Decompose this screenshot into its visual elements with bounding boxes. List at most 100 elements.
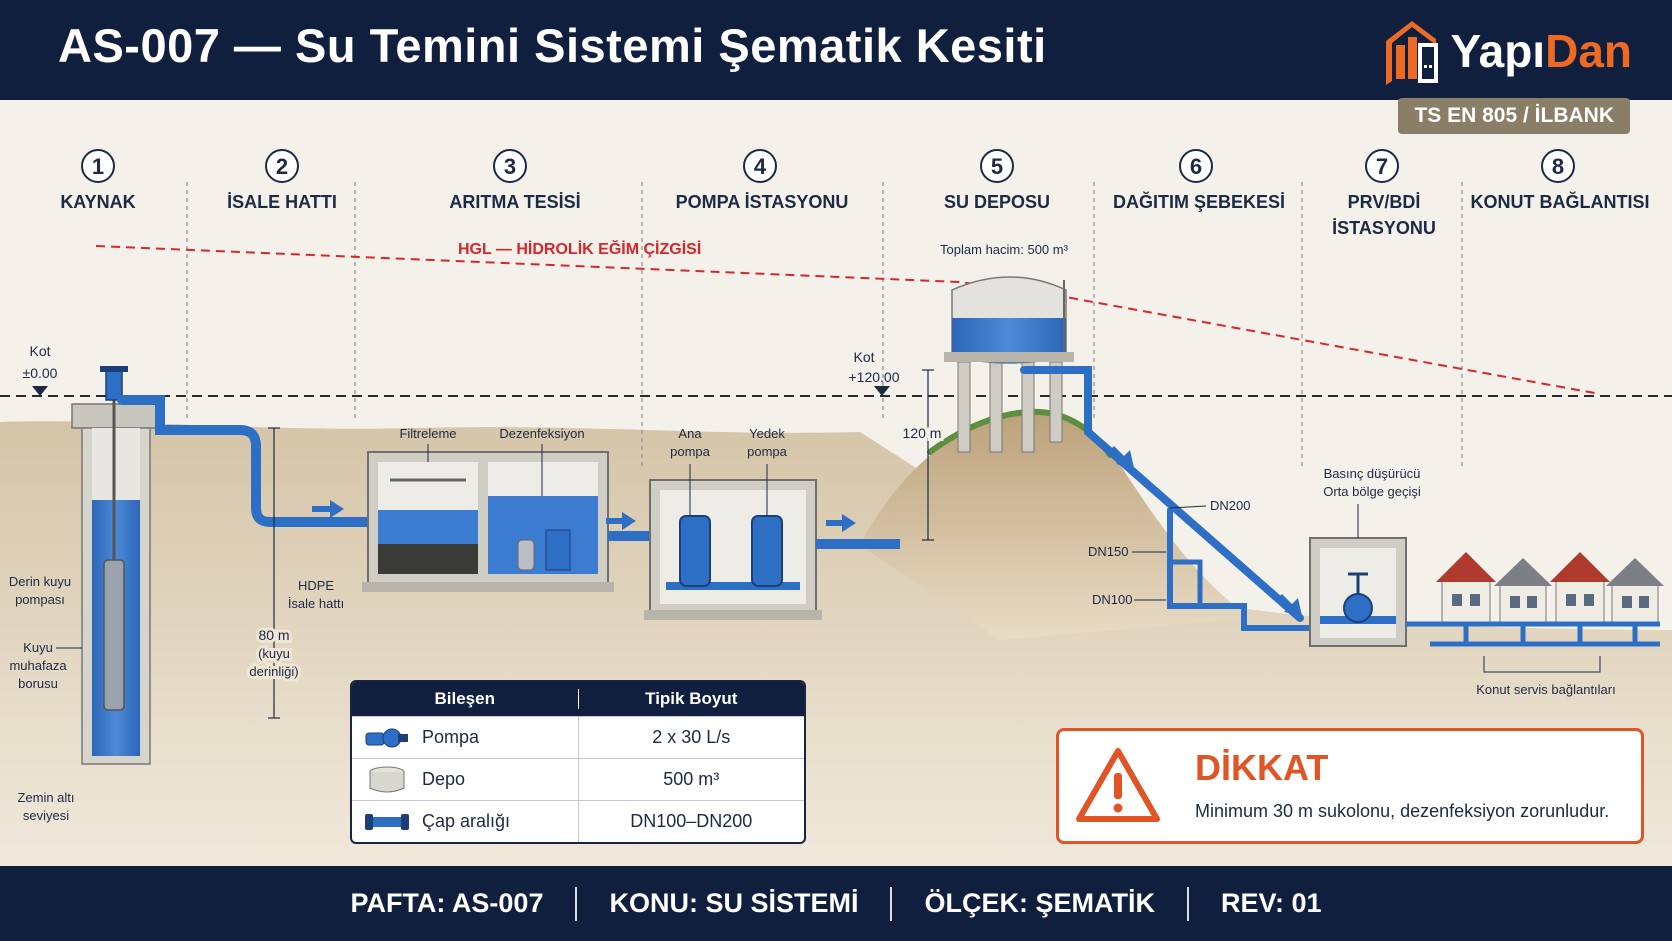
distribution-branch-2 — [1170, 559, 1203, 606]
main-pump-label: Ana — [678, 426, 702, 441]
footer-bar: PAFTA: AS-007 KONU: SU SİSTEMİ ÖLÇEK: ŞE… — [0, 866, 1672, 941]
house-2 — [1494, 558, 1552, 623]
filter-water — [378, 510, 478, 544]
flow-arrow-1 — [312, 500, 344, 518]
table-cell-size: DN100–DN200 — [630, 811, 753, 831]
stage-3: 3 ARITMA TESİSİ — [449, 149, 581, 212]
flow-arrow-3 — [826, 514, 856, 532]
stage-6-number: 6 — [1190, 154, 1202, 179]
stage-1-label: KAYNAK — [60, 192, 135, 212]
stage-6-label: DAĞITIM ŞEBEKESİ — [1113, 191, 1285, 212]
building-logo-icon — [1386, 21, 1439, 85]
brand-logo: YapıDan — [1382, 14, 1632, 88]
stage-8-number: 8 — [1552, 154, 1564, 179]
hill — [860, 412, 1250, 640]
spare-pump-label-line2: pompa — [747, 444, 788, 459]
brand-name-accent: Dan — [1545, 25, 1632, 77]
component-table: Bileşen Tipik Boyut Pompa 2 x 30 L/s Dep… — [350, 680, 806, 844]
stage-2: 2 İSALE HATTI — [227, 149, 337, 212]
filter-label: Filtreleme — [399, 426, 456, 441]
hdpe-label: HDPE — [298, 578, 334, 593]
houses — [1436, 552, 1664, 623]
service-pipe — [1406, 621, 1660, 647]
stage-8: 8 KONUT BAĞLANTISI — [1471, 149, 1650, 212]
table-cell-component: Depo — [422, 769, 466, 789]
stage-7-label-line2: İSTASYONU — [1332, 218, 1436, 238]
table-header: Bileşen Tipik Boyut — [352, 682, 804, 716]
filter-media — [378, 544, 478, 574]
spare-pump-label: Yedek — [749, 426, 785, 441]
warning-title: DİKKAT — [1195, 747, 1329, 788]
house-1 — [1436, 552, 1496, 623]
house-4 — [1606, 558, 1664, 623]
kot-left-label: Kot — [29, 343, 50, 359]
casing-label-line2: muhafaza — [9, 658, 67, 673]
well — [71, 366, 161, 765]
stage-6: 6 DAĞITIM ŞEBEKESİ — [1113, 149, 1285, 212]
kot-right-label: Kot — [853, 349, 874, 365]
footer-scale: ÖLÇEK: ŞEMATİK — [924, 888, 1155, 918]
table-cell-component: Pompa — [422, 727, 480, 747]
table-cell-size: 500 m³ — [663, 769, 720, 789]
groundwater-label: Zemin altı — [17, 790, 74, 805]
footer-revision: REV: 01 — [1220, 888, 1322, 918]
flow-arrow-2 — [606, 512, 636, 530]
transmission-pipe — [117, 395, 373, 527]
table-header-size: Tipik Boyut — [645, 689, 738, 708]
footer-divider — [1186, 886, 1189, 921]
stage-5-number: 5 — [991, 154, 1003, 179]
stage-8-label: KONUT BAĞLANTISI — [1471, 191, 1650, 212]
footer-divider — [575, 886, 578, 921]
table-row: Çap aralığı DN100–DN200 — [352, 800, 804, 842]
standard-badge: TS EN 805 / İLBANK — [1398, 98, 1630, 134]
kot-left-value: ±0.00 — [23, 365, 58, 381]
kot-right-value: +120.00 — [849, 369, 900, 385]
spare-pump — [751, 515, 783, 587]
groundwater-label-line2: seviyesi — [23, 808, 69, 823]
warning-triangle-icon — [1076, 748, 1160, 822]
main-pump-label-line2: pompa — [670, 444, 711, 459]
flow-arrow-5 — [1280, 594, 1302, 616]
tank-water — [952, 318, 1066, 363]
prv-valve — [1343, 593, 1373, 623]
depth-label-line2: (kuyu — [258, 646, 290, 661]
stage-2-number: 2 — [276, 154, 288, 179]
kot-right-marker — [874, 386, 890, 396]
stage-1: 1 KAYNAK — [60, 149, 136, 212]
water-tower — [944, 276, 1074, 453]
disinfection-water — [488, 496, 598, 574]
pipe-icon — [352, 812, 422, 832]
table-header-component: Bileşen — [352, 689, 579, 709]
service-label: Konut servis bağlantıları — [1476, 682, 1615, 697]
stage-5: 5 SU DEPOSU — [944, 149, 1050, 212]
pump-station — [644, 479, 822, 620]
flow-arrow-4 — [1112, 446, 1134, 468]
height-label: 120 m — [903, 425, 942, 441]
stage-1-number: 1 — [92, 154, 104, 179]
dn100-label: DN100 — [1092, 592, 1132, 607]
header-bar: AS-007 — Su Temini Sistemi Şematik Kesit… — [0, 0, 1672, 100]
service-bracket — [1483, 656, 1601, 673]
table-cell-size: 2 x 30 L/s — [652, 727, 731, 747]
tank-volume-label: Toplam hacim: 500 m³ — [940, 242, 1069, 257]
disinfection-label: Dezenfeksiyon — [499, 426, 584, 441]
prv-station — [1309, 537, 1407, 647]
pump-icon — [352, 725, 422, 751]
kot-left-marker — [32, 386, 48, 396]
stage-7-label: PRV/BDİ — [1348, 192, 1421, 212]
main-pump — [679, 515, 711, 587]
table-row: Depo 500 m³ — [352, 758, 804, 800]
hdpe-label-line2: İsale hattı — [288, 596, 344, 611]
brand-name: YapıDan — [1450, 24, 1632, 78]
stage-5-label: SU DEPOSU — [944, 192, 1050, 212]
stage-separators — [186, 182, 1463, 470]
distribution-branch — [1167, 507, 1313, 631]
stage-4: 4 POMPA İSTASYONU — [676, 149, 848, 212]
prv-label: Basınç düşürücü — [1324, 466, 1421, 481]
depth-label-line3: derinliği) — [249, 664, 298, 679]
warning-box: DİKKAT Minimum 30 m sukolonu, dezenfeksi… — [1056, 728, 1644, 844]
brand-name-main: Yapı — [1450, 25, 1546, 77]
table-row: Pompa 2 x 30 L/s — [352, 716, 804, 758]
stage-7-number: 7 — [1376, 154, 1388, 179]
